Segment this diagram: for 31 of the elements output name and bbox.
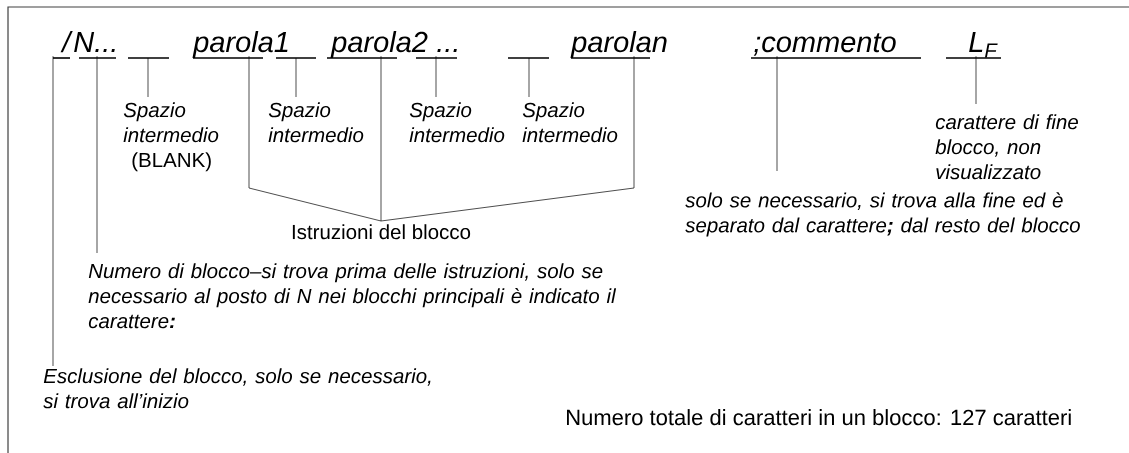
- leader-line: [380, 55, 382, 222]
- leader-line: [975, 55, 977, 105]
- blank-underline: [128, 57, 169, 59]
- annotation-text: Numero di blocco–si trova prima delle istruzioni, solo se necessario al posto di N nei blocchi principali è indicato il carattere:: [88, 263, 617, 329]
- annotation-text: Esclusione del blocco, solo se necessario, si trova all’inizio: [43, 368, 431, 409]
- leader-line: [295, 57, 297, 98]
- leader-line: [528, 57, 530, 98]
- leader-line: [248, 55, 382, 222]
- leader-line: [776, 55, 778, 172]
- underlined-word: parola2: [326, 31, 428, 59]
- annotation-text: Spazio intermedio: [409, 102, 505, 143]
- leader-line: [52, 55, 54, 367]
- heading-label: Istruzioni del blocco: [292, 224, 471, 240]
- blank-underline: [508, 57, 549, 59]
- underlined-word: parolan: [570, 31, 667, 59]
- leader-line: [435, 55, 437, 98]
- blank-underline: [276, 57, 316, 59]
- leader-line: [96, 55, 98, 254]
- annotation-text: Spazio intermedio (BLANK): [123, 102, 219, 172]
- leader-line: [147, 57, 149, 98]
- annotation-text: Spazio intermedio: [522, 102, 618, 143]
- note-text: Numero totale di caratteri in un blocco: 127 caratteri: [567, 409, 1071, 426]
- underlined-word: /: [52, 31, 73, 59]
- annotation-text: carattere di fine blocco, non visualizzato: [935, 114, 1078, 180]
- annotation-text: solo se necessario, si trova alla fine ed è separato dal carattere; dal resto del blocco: [685, 192, 1080, 237]
- underlined-word: ;commento: [750, 33, 922, 59]
- leader-line: [380, 55, 635, 222]
- annotation-text: Spazio intermedio: [268, 102, 364, 143]
- underlined-word: N...: [74, 32, 117, 59]
- underlined-word: parola1: [192, 31, 288, 59]
- underlined-word: L$_{F}$: [945, 32, 1002, 59]
